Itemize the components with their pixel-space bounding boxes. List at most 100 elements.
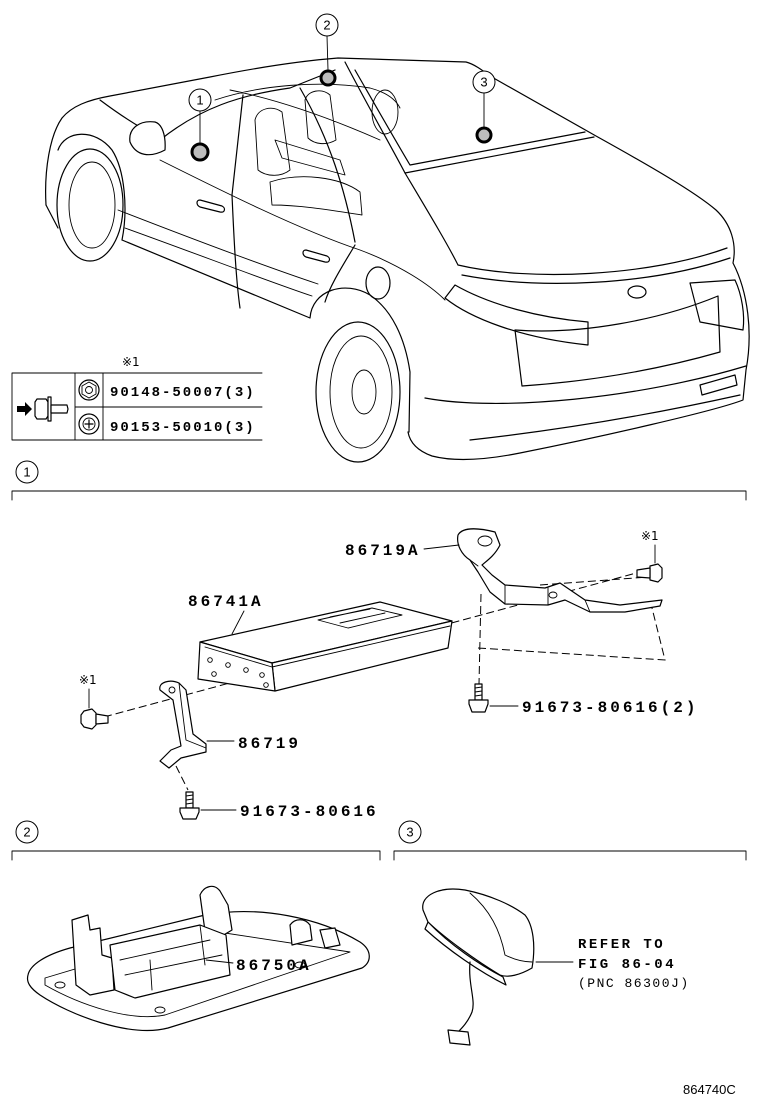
bolt-91673-80616	[179, 791, 200, 820]
car-overview	[45, 57, 750, 463]
leader-86750a	[205, 959, 234, 964]
bolt-left-shank	[95, 713, 109, 725]
bracket-86719-hole	[168, 686, 176, 694]
bolt-91673-80616-2	[468, 683, 489, 713]
console-hole	[54, 981, 66, 989]
label-86750a: 86750A	[236, 957, 312, 975]
leader-86741a	[231, 610, 245, 635]
fuel-lid	[365, 266, 391, 300]
section-1: 1 86741A	[11, 460, 747, 821]
callout-2-number: 2	[323, 18, 330, 33]
bolt-1-head	[179, 807, 200, 820]
section-3-marker: 3	[406, 825, 413, 840]
refer-line-2: FIG 86-04	[578, 957, 676, 973]
car-lower-body	[45, 133, 411, 433]
refer-line-3: (PNC 86300J)	[578, 976, 690, 991]
console-right-bumps	[289, 919, 341, 949]
section-3: 3 REFER TO FIG 86-04 (PNC 86300J)	[393, 820, 747, 1046]
bolt-left-head	[80, 708, 97, 730]
module-hole	[211, 671, 217, 677]
bolt-right-head	[649, 563, 663, 583]
section-1-marker-circle	[15, 460, 39, 484]
section-2-marker: 2	[23, 825, 30, 840]
bolt-right-shank	[636, 567, 651, 579]
callout-1-circle	[188, 88, 212, 112]
console-left-block	[71, 914, 115, 996]
bolt-1-threads	[185, 794, 194, 805]
label-91673-80616-2: 91673-80616(2)	[522, 699, 698, 717]
bolt-left-note	[80, 708, 109, 730]
table-note-mark: ※1	[122, 355, 140, 369]
module-hole	[263, 682, 269, 688]
module-edge-line	[204, 625, 451, 668]
callout-2-leader	[326, 35, 329, 71]
console-lamp-housing	[199, 885, 233, 937]
antenna-fin	[422, 888, 535, 977]
rear-hub	[351, 369, 377, 415]
section-3-marker-circle	[398, 820, 422, 844]
callout-2-circle	[315, 13, 339, 37]
table-row-1-part: 90148-50007(3)	[110, 385, 256, 401]
bracket-86719a-slot	[548, 591, 558, 599]
bracket-86719	[159, 680, 207, 769]
bolt-shank-icon	[50, 404, 69, 414]
bolt-head-icon	[34, 398, 49, 420]
bracket-86719-edge	[178, 682, 207, 749]
module-hole	[243, 667, 249, 673]
section-1-divider	[11, 490, 747, 501]
section-3-divider	[393, 850, 747, 861]
callout-3-number: 3	[480, 75, 487, 90]
trunk-lid	[404, 172, 731, 284]
note-right-mark: ※1	[641, 529, 659, 543]
arrow-icon	[17, 402, 32, 416]
rear-rim	[329, 335, 393, 449]
rear-glass	[344, 61, 595, 174]
steering-wheel	[371, 89, 399, 135]
bracket-86719a-hole	[477, 535, 493, 547]
overhead-console-86750a	[26, 885, 370, 1032]
arrow-bolt-icon	[17, 396, 69, 422]
console-tray-inner	[44, 929, 351, 1018]
rear-tire	[315, 321, 401, 463]
car-pillars-and-doors	[99, 69, 356, 309]
label-86741a: 86741A	[188, 593, 264, 611]
antenna-connector	[447, 1029, 471, 1046]
bracket-86719a	[457, 528, 663, 613]
refer-line-1: REFER TO	[578, 937, 665, 953]
bracket-86719a-body	[457, 528, 663, 613]
section-2-marker-circle	[15, 820, 39, 844]
bracket-86719-body	[159, 680, 207, 769]
module-86741a	[197, 601, 453, 692]
bolt-2-head	[468, 699, 489, 713]
antenna-cable	[457, 961, 474, 1033]
license-recess	[514, 295, 721, 387]
flange-nut-hole	[85, 386, 93, 394]
callout-1-spot	[190, 142, 210, 162]
section-2: 2 86750A	[11, 820, 381, 1032]
overview-callouts: 2 1 3	[188, 13, 496, 162]
shark-fin-antenna	[422, 888, 535, 1046]
tail-lamp-left	[444, 284, 589, 346]
front-tire	[56, 148, 124, 262]
antenna-ridge	[469, 892, 533, 963]
rear-bumper	[424, 365, 747, 441]
module-hole	[207, 657, 213, 663]
antenna-base	[424, 921, 507, 986]
module-holes	[207, 657, 269, 688]
module-top-panel	[317, 607, 403, 629]
label-86719a: 86719A	[345, 542, 421, 560]
callout-1-number: 1	[196, 93, 203, 108]
screw-cross	[84, 419, 94, 429]
section-2-divider	[11, 850, 381, 861]
screw-inner	[82, 417, 96, 431]
door-handle-front	[196, 199, 226, 213]
fastener-table: ※1 90148-50007(3) 90153-50010(3)	[11, 355, 263, 441]
callout-3-circle	[472, 70, 496, 94]
car-body-outline	[45, 57, 750, 461]
module-hole	[259, 672, 265, 678]
front-rim	[68, 161, 116, 249]
console-hole	[154, 1006, 166, 1014]
table-row-2-part: 90153-50010(3)	[110, 420, 256, 436]
flange-nut-icon	[78, 379, 100, 401]
section-1-marker: 1	[23, 465, 30, 480]
